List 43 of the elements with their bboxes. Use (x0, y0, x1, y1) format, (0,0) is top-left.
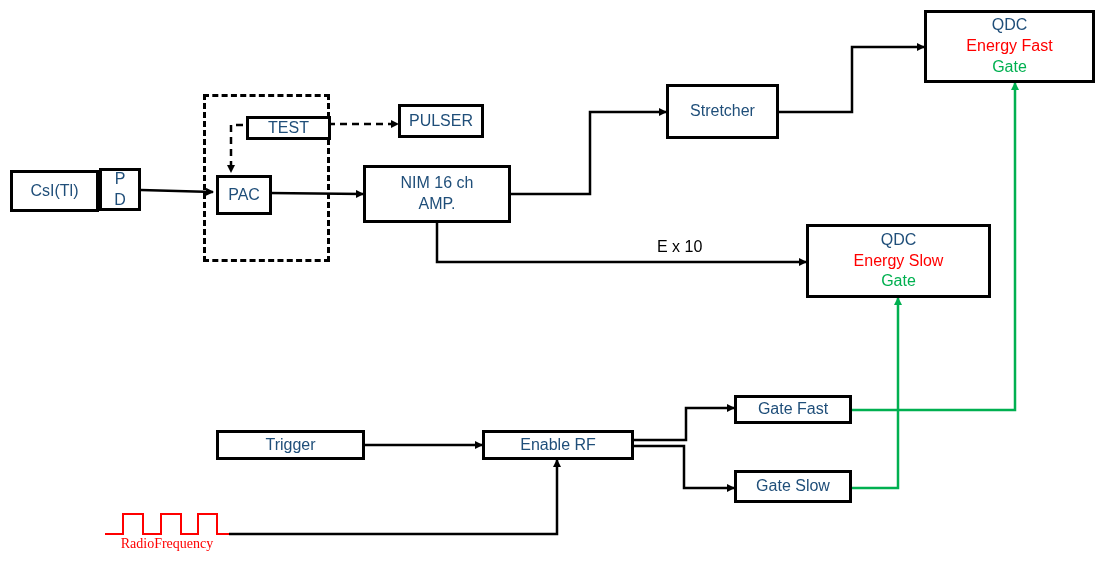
arrow (634, 444, 735, 492)
box-label: TEST (268, 117, 309, 138)
process-box (806, 224, 991, 298)
box-label: Trigger (265, 434, 316, 455)
box-label: Gate Fast (757, 399, 829, 420)
process-box (734, 470, 852, 503)
arrow (365, 441, 483, 449)
box-label: Stretcher (690, 101, 755, 122)
box-label: Gate Slow (756, 476, 830, 497)
arrow (229, 459, 561, 536)
process-box (734, 395, 852, 424)
arrow (634, 404, 735, 442)
signal-arrow (852, 297, 902, 490)
process-box (246, 116, 331, 140)
arrow (227, 123, 243, 173)
arrow (779, 43, 925, 114)
box-label: P D (114, 168, 126, 210)
process-box (363, 165, 511, 223)
box-label: Enable RF (520, 434, 596, 455)
box-label: PULSER (409, 110, 473, 131)
process-box (398, 104, 484, 138)
box-label: QDC (880, 229, 917, 250)
process-box (10, 170, 99, 212)
process-box (216, 430, 365, 460)
process-box (924, 10, 1095, 83)
arrow (435, 223, 807, 266)
signal-arrow (852, 82, 1019, 412)
box-label: Gate (992, 56, 1027, 77)
process-box (99, 168, 141, 211)
process-box (216, 175, 272, 215)
dashed-group-frame (203, 94, 330, 262)
arrow (511, 108, 667, 196)
box-label: QDC (991, 15, 1028, 36)
process-box (666, 84, 779, 139)
box-label: PAC (228, 184, 260, 205)
process-box (482, 430, 634, 460)
box-label: Gate (881, 271, 916, 292)
box-label: Energy Slow (853, 250, 944, 271)
box-label: CsI(Tl) (30, 180, 79, 201)
box-label: Energy Fast (966, 36, 1053, 57)
arrow (140, 187, 214, 196)
signal-label: RadioFrequency (120, 536, 214, 552)
box-label: NIM 16 ch AMP. (399, 173, 475, 214)
